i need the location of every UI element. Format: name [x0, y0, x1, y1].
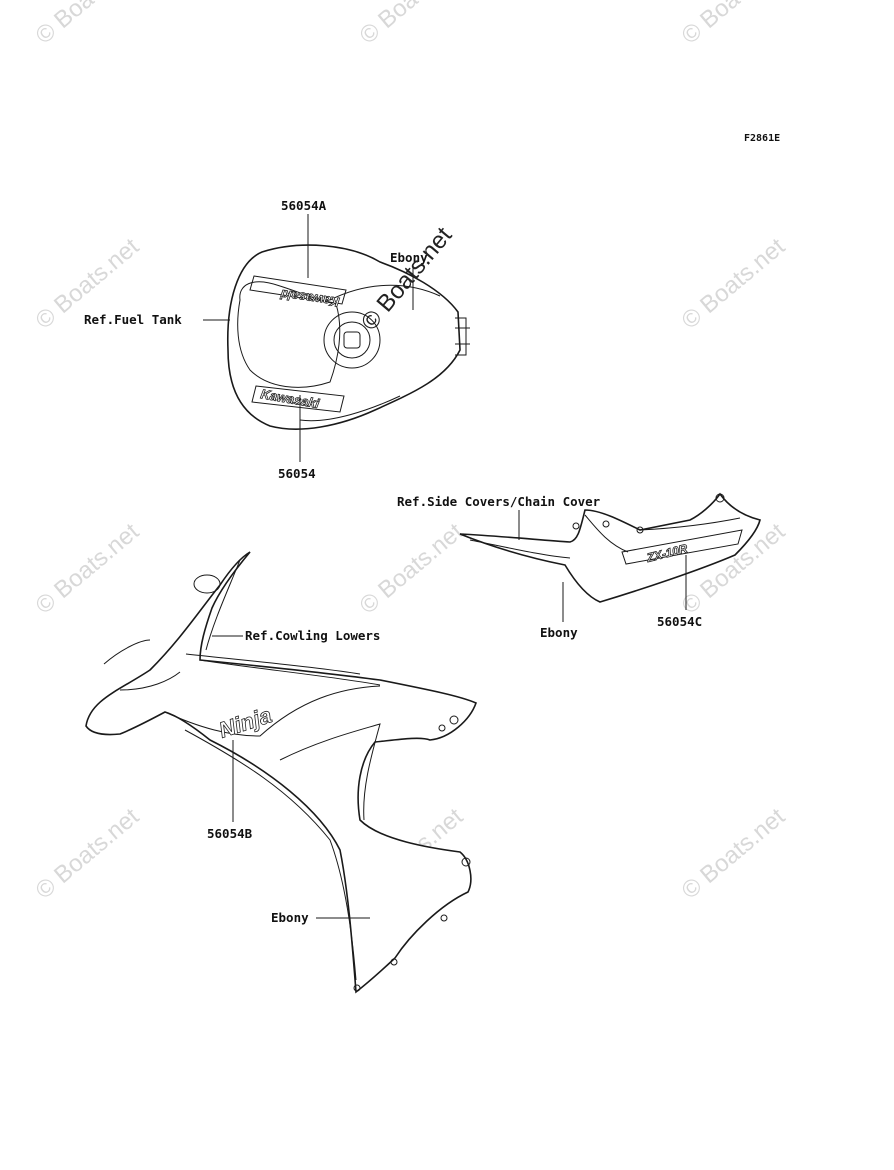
- cowling-drawing: Ninja: [85, 551, 478, 994]
- watermark: © Boats.net: [677, 233, 791, 335]
- side-cover-color-label: Ebony: [540, 625, 578, 640]
- watermark: © Boats.net: [31, 803, 145, 905]
- part-number-56054: 56054: [278, 466, 316, 481]
- watermark-layer: © Boats.net © Boats.net © Boats.net © Bo…: [31, 0, 791, 905]
- watermark: © Boats.net: [355, 518, 469, 620]
- part-number-56054C: 56054C: [657, 614, 702, 629]
- part-number-56054A: 56054A: [281, 198, 327, 213]
- watermark: © Boats.net: [355, 0, 469, 50]
- ref-side-covers-label: Ref.Side Covers/Chain Cover: [397, 494, 601, 509]
- figure-code: F2861E: [744, 133, 780, 144]
- ref-cowling-lowers-label: Ref.Cowling Lowers: [245, 628, 380, 643]
- ref-fuel-tank-label: Ref.Fuel Tank: [84, 312, 182, 327]
- cowling-color-label: Ebony: [271, 910, 309, 925]
- fuel-tank-drawing: Kawasaki Kawasaki: [227, 244, 470, 430]
- fuel-tank-color-label: Ebony: [390, 250, 428, 265]
- watermark: © Boats.net: [31, 518, 145, 620]
- watermark: © Boats.net: [677, 803, 791, 905]
- part-number-56054B: 56054B: [207, 826, 253, 841]
- watermark: © Boats.net: [677, 0, 791, 50]
- side-cover-drawing: ZX-10R: [459, 492, 761, 603]
- watermark: © Boats.net: [31, 0, 145, 50]
